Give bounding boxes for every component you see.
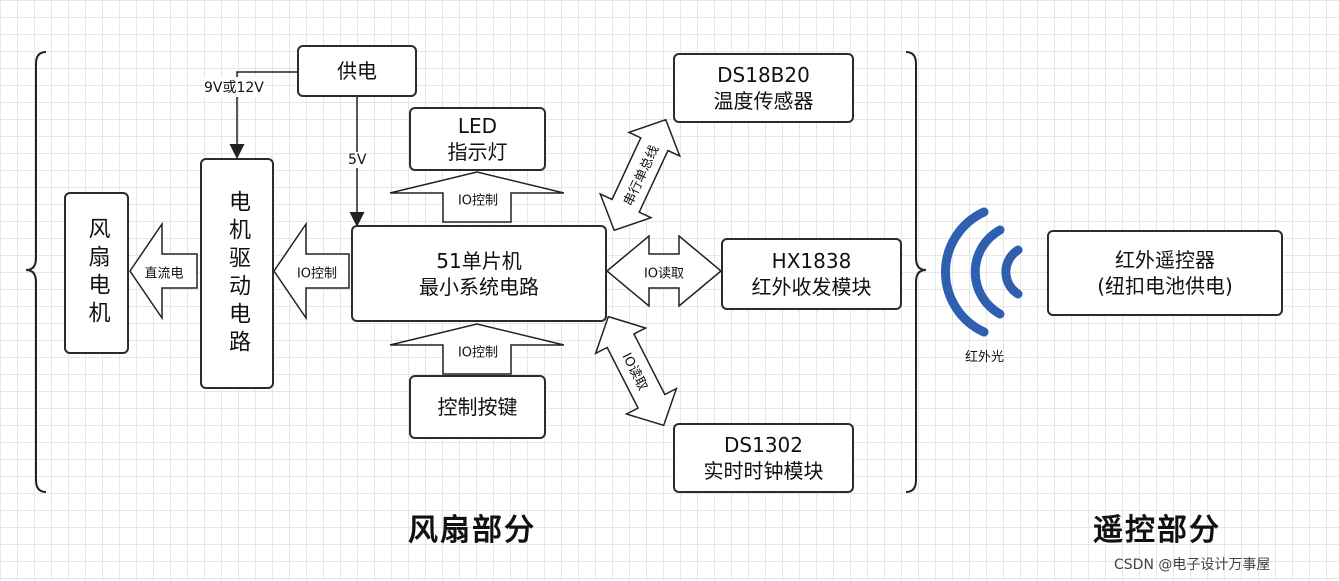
dc-arrow bbox=[129, 221, 198, 321]
ds1302-box: DS1302 实时时钟模块 bbox=[673, 423, 854, 493]
mcu-label-line1: 51单片机 bbox=[436, 248, 522, 273]
driver-io-arrow bbox=[273, 221, 350, 321]
led-label-line1: LED bbox=[457, 114, 498, 138]
ir-remote-box: 红外遥控器 (纽扣电池供电) bbox=[1047, 230, 1283, 316]
supply-5v-label: 5V bbox=[348, 152, 367, 168]
ds18b20-label-line2: 温度传感器 bbox=[713, 89, 814, 113]
led-io-arrow bbox=[389, 171, 565, 223]
mcu-label-line2: 最小系统电路 bbox=[419, 274, 539, 299]
hx1838-label-line1: HX1838 bbox=[771, 249, 852, 273]
supply-9v-12v-label: 9V或12V bbox=[204, 77, 264, 97]
ds1302-label-line2: 实时时钟模块 bbox=[703, 459, 824, 483]
ir-remote-label-line2: (纽扣电池供电) bbox=[1097, 274, 1233, 298]
motor-driver-box: 电机驱动电路 bbox=[200, 158, 274, 389]
ds1302-label-line1: DS1302 bbox=[724, 433, 803, 457]
led-io-label: IO控制 bbox=[457, 193, 499, 209]
ir-light-label: 红外光 bbox=[965, 350, 1005, 365]
power-supply-label: 供电 bbox=[337, 59, 377, 83]
ir-wave-medium-icon bbox=[970, 225, 1005, 319]
motor-driver-label: 电机驱动电路 bbox=[225, 189, 250, 358]
keys-io-arrow bbox=[389, 323, 565, 375]
ds18b20-bus-arrow bbox=[598, 118, 682, 232]
hx1838-box: HX1838 红外收发模块 bbox=[721, 238, 902, 310]
dc-label: 直流电 bbox=[144, 266, 184, 282]
remote-section-title: 遥控部分 bbox=[1093, 513, 1221, 548]
watermark: CSDN @电子设计万事屋 bbox=[1114, 557, 1271, 573]
keys-io-label: IO控制 bbox=[457, 345, 499, 361]
fan-section-right-brace bbox=[905, 51, 927, 493]
power-supply-box: 供电 bbox=[297, 45, 417, 97]
ds18b20-box: DS18B20 温度传感器 bbox=[673, 53, 854, 123]
control-keys-box: 控制按键 bbox=[409, 375, 546, 439]
led-label-line2: 指示灯 bbox=[447, 140, 508, 164]
ds18b20-label-line1: DS18B20 bbox=[717, 63, 810, 87]
hx1838-label-line2: 红外收发模块 bbox=[751, 275, 872, 299]
ir-remote-label-line1: 红外遥控器 bbox=[1115, 248, 1215, 272]
supply-9v-line bbox=[229, 71, 297, 159]
control-keys-label: 控制按键 bbox=[437, 395, 518, 419]
hx-io-label: IO读取 bbox=[643, 266, 685, 282]
driver-io-label: IO控制 bbox=[296, 266, 338, 282]
ir-wave-large-icon bbox=[941, 207, 989, 337]
ds1302-io-arrow bbox=[594, 315, 678, 427]
fan-section-title: 风扇部分 bbox=[408, 513, 536, 548]
fan-section-brace bbox=[25, 51, 47, 493]
mcu-box: 51单片机 最小系统电路 bbox=[351, 225, 607, 322]
fan-motor-label: 风扇电机 bbox=[84, 217, 110, 329]
ir-wave-small-icon bbox=[1001, 245, 1023, 299]
fan-motor-box: 风扇电机 bbox=[64, 192, 129, 354]
led-box: LED 指示灯 bbox=[409, 107, 546, 171]
